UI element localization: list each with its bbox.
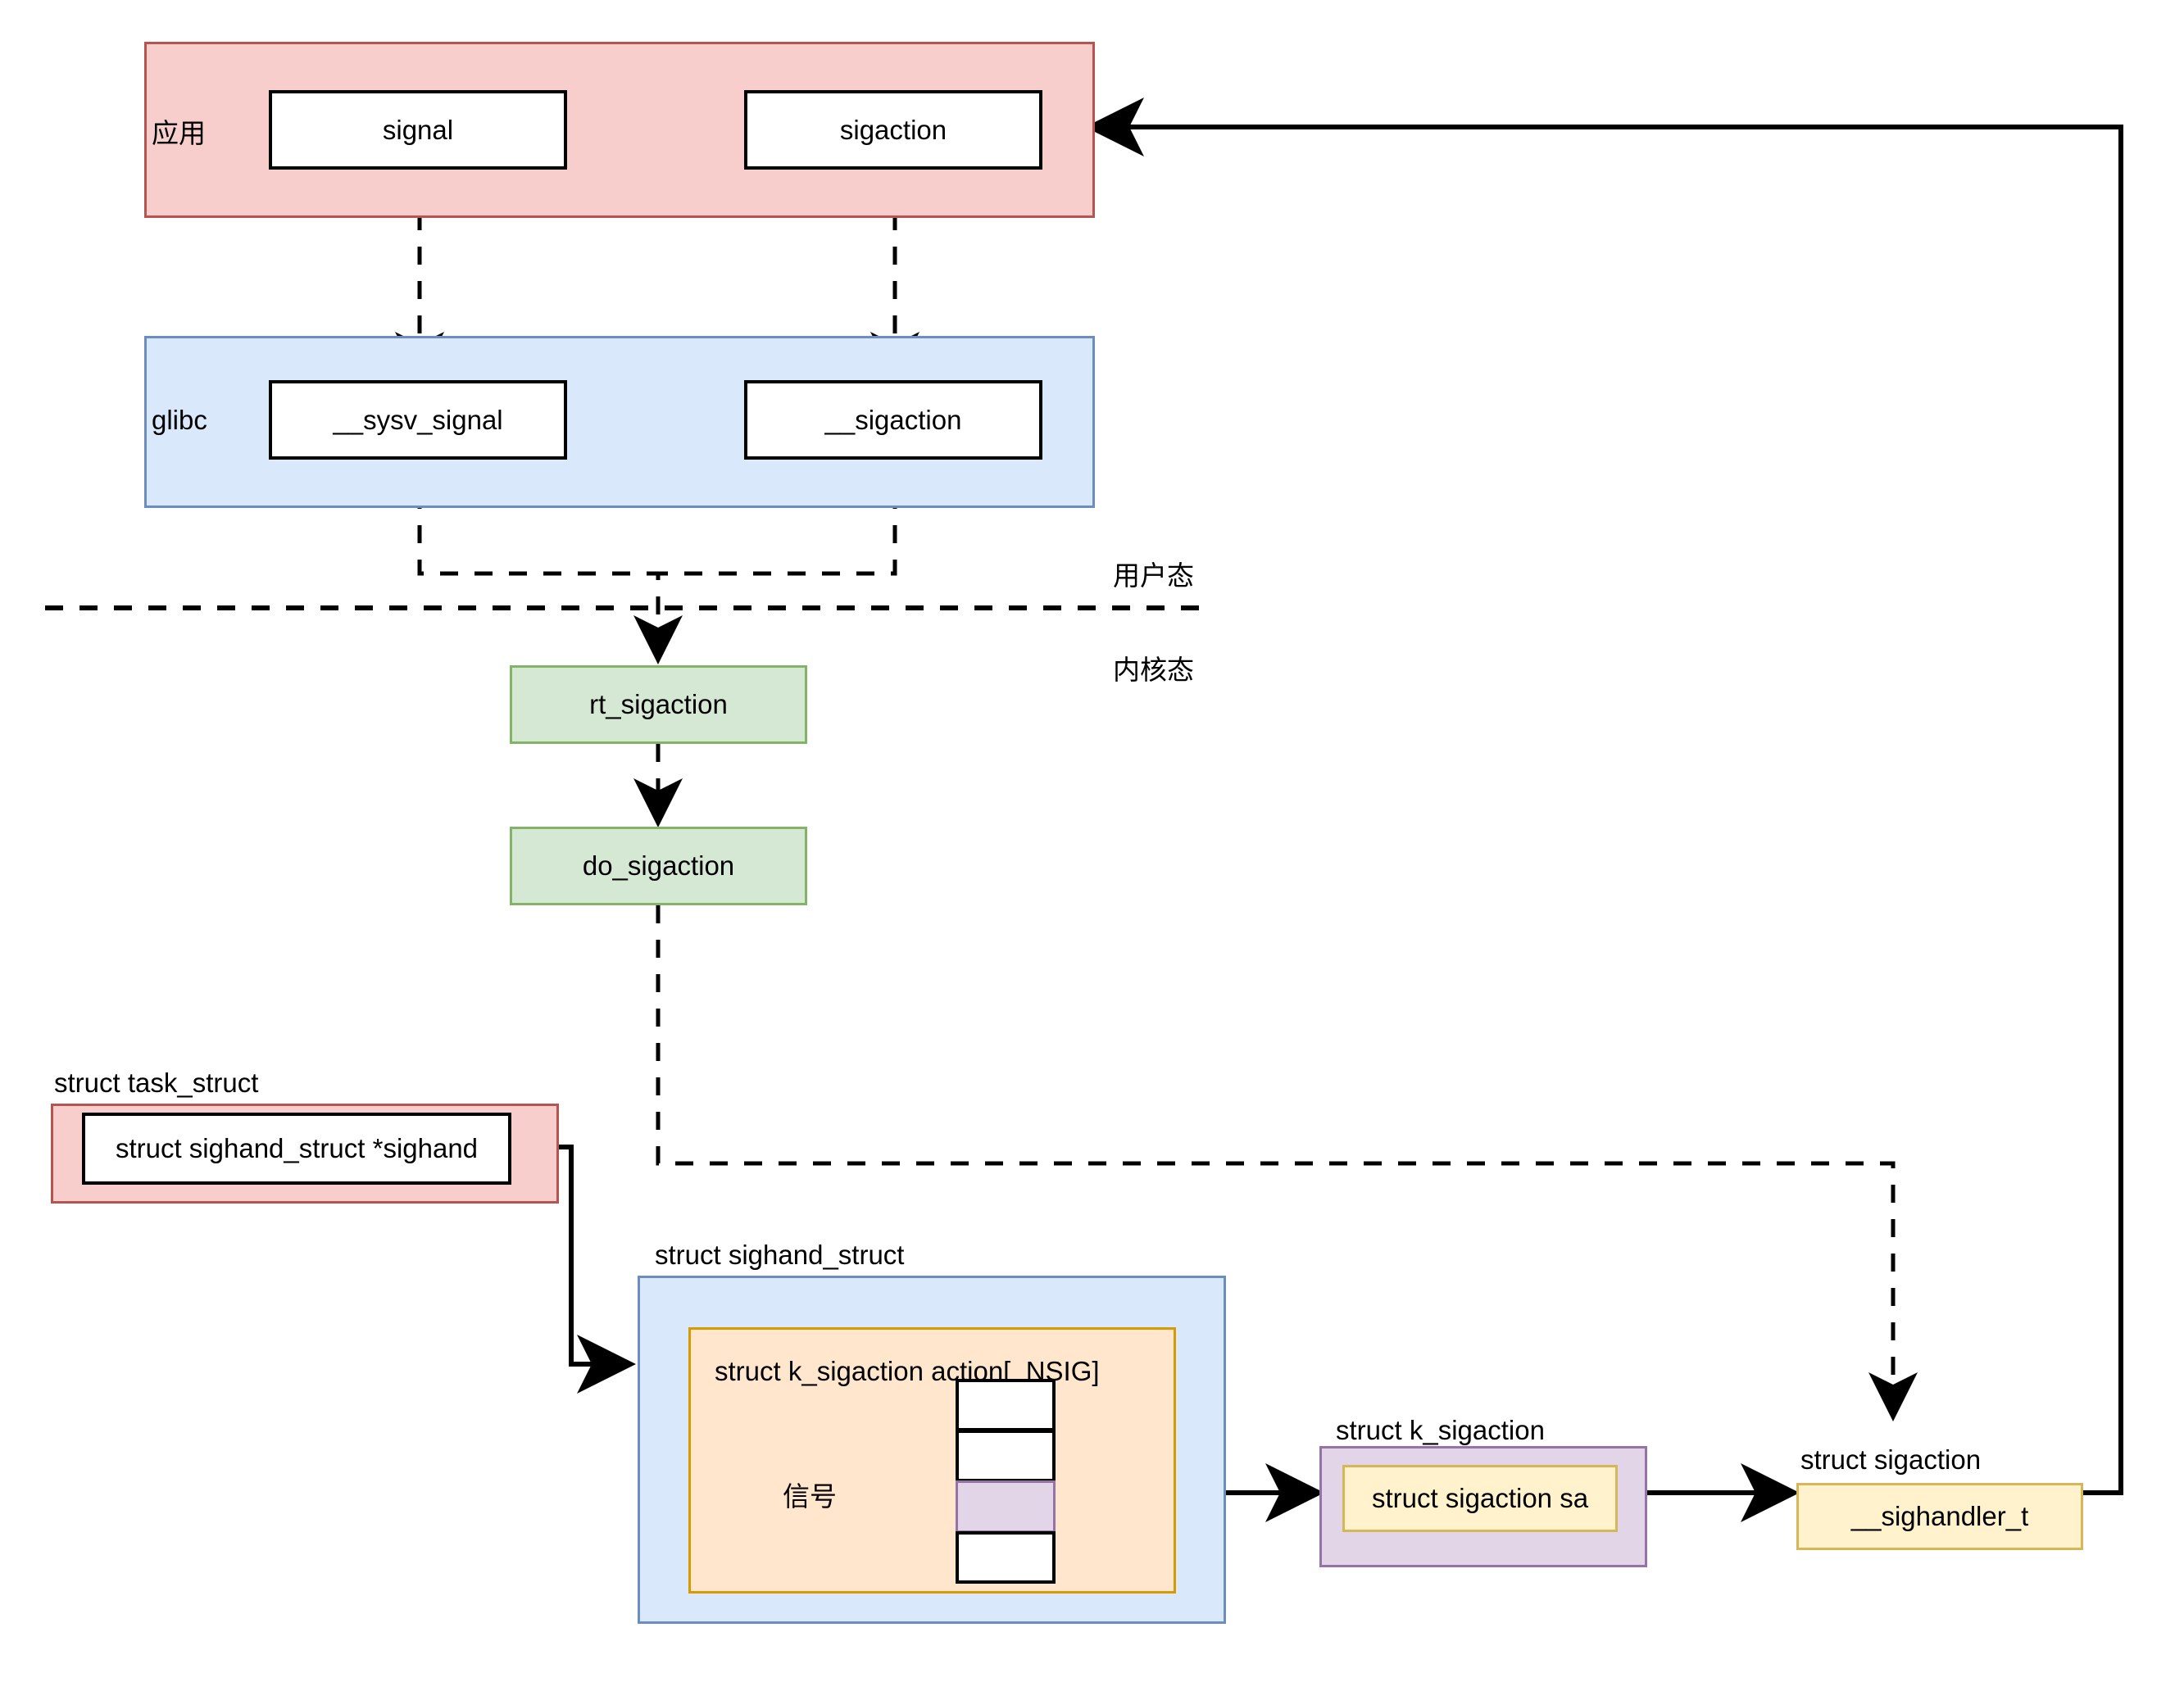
- region-application-label: 应用: [152, 118, 206, 148]
- node-rt-sigaction[interactable]: rt_sigaction: [510, 665, 807, 744]
- action-cell-0[interactable]: [956, 1379, 1056, 1431]
- field-sighand-pointer-label: struct sighand_struct *sighand: [115, 1133, 479, 1163]
- field-sighandler-t-label: __sighandler_t: [1850, 1501, 2029, 1531]
- node-sysv-signal[interactable]: __sysv_signal: [269, 380, 567, 460]
- node-signal[interactable]: signal: [269, 90, 567, 170]
- node-sigaction[interactable]: sigaction: [744, 90, 1042, 170]
- sigaction-struct-caption: struct sigaction: [1800, 1444, 1982, 1475]
- signal-input-label: 信号: [783, 1481, 837, 1512]
- field-sigaction-sa-label: struct sigaction sa: [1371, 1483, 1589, 1513]
- action-cell-2-selected[interactable]: [956, 1480, 1056, 1533]
- node-sigaction-label: sigaction: [839, 114, 947, 145]
- user-mode-label: 用户态: [1113, 560, 1194, 591]
- kernel-mode-label: 内核态: [1113, 655, 1194, 685]
- node-signal-label: signal: [382, 114, 454, 145]
- node-sysv-signal-label: __sysv_signal: [333, 404, 503, 435]
- node-do-sigaction-label: do_sigaction: [582, 850, 735, 881]
- task-struct-caption: struct task_struct: [54, 1068, 259, 1098]
- node-__sigaction-label: __sigaction: [824, 404, 962, 435]
- edge-sighandler-return-to-application: [1085, 97, 2123, 1495]
- node-__sigaction[interactable]: __sigaction: [744, 380, 1042, 460]
- node-do-sigaction[interactable]: do_sigaction: [510, 827, 807, 905]
- field-sigaction-sa[interactable]: struct sigaction sa: [1342, 1465, 1618, 1532]
- field-sighand-pointer[interactable]: struct sighand_struct *sighand: [82, 1113, 511, 1185]
- action-cell-3[interactable]: [956, 1531, 1056, 1584]
- sighand-struct-caption: struct sighand_struct: [655, 1240, 905, 1270]
- k-sigaction-caption: struct k_sigaction: [1336, 1415, 1545, 1445]
- region-action-array: [688, 1327, 1176, 1594]
- action-cell-1[interactable]: [956, 1430, 1056, 1482]
- field-sighandler-t[interactable]: __sighandler_t: [1796, 1483, 2083, 1550]
- node-rt-sigaction-label: rt_sigaction: [589, 689, 728, 719]
- region-glibc-label: glibc: [152, 405, 207, 435]
